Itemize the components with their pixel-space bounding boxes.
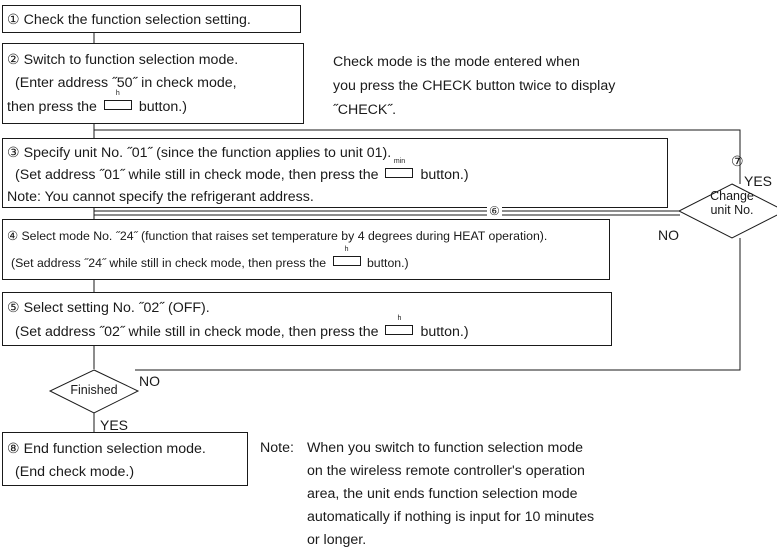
check-mode-note-line1: Check mode is the mode entered when [333,54,580,70]
check-mode-note-line2: you press the CHECK button twice to disp… [333,78,616,94]
step3-line2-end: button.) [420,167,469,183]
step3-line2-text: (Set address ˝01˝ while still in check m… [15,167,379,183]
remote-button-icon: min [385,158,414,178]
step3-line2: (Set address ˝01˝ while still in check m… [15,158,469,183]
step5-line2-text: (Set address ˝02˝ while still in check m… [15,324,379,340]
step8-line2: (End check mode.) [15,464,135,480]
step3-note: Note: You cannot specify the refrigerant… [7,189,314,205]
step1-box: ① Check the function selection setting. [2,5,301,33]
end-note-line1: When you switch to function selection mo… [307,440,584,456]
step2-line1: ② Switch to function selection mode. [7,52,239,68]
step2-line3-text: then press the [7,99,97,115]
no-change-label: NO [658,227,679,243]
button-key-label: h [397,315,402,322]
loop7-line [94,129,741,184]
step4-line2: (Set address ˝24˝ while still in check m… [11,246,409,270]
step1-text: ① Check the function selection setting. [7,12,251,28]
end-note-prefix: Note: [260,440,294,456]
step2-line2: (Enter address ˝50˝ in check mode, [15,75,237,91]
step4-box: ④ Select mode No. ˝24˝ (function that ra… [2,219,610,280]
end-note-line5: or longer. [307,532,367,548]
step2-line3-end: button.) [138,99,187,115]
step5-line2-end: button.) [420,324,469,340]
step5-box: ⑤ Select setting No. ˝02˝ (OFF). (Set ad… [2,292,612,346]
button-key-label: min [393,158,406,165]
remote-button-icon: h [385,315,414,335]
button-key-label: h [344,246,349,253]
check-mode-note-line3: ˝CHECK˝. [333,102,397,118]
step4-line2-end: button.) [366,256,409,270]
step8-box: ⑧ End function selection mode. (End chec… [2,432,248,486]
step3-line1: ③ Specify unit No. ˝01˝ (since the funct… [7,145,392,161]
yes-change-label: YES [744,173,773,189]
change-unit-diamond [677,183,777,239]
step5-line1: ⑤ Select setting No. ˝02˝ (OFF). [7,300,210,316]
step2-box: ② Switch to function selection mode. (En… [2,43,304,124]
step3-box: ③ Specify unit No. ˝01˝ (since the funct… [2,138,668,208]
loop6-label: ⑥ [487,204,502,218]
change-unit-label-1: Change [710,189,754,203]
step8-line1: ⑧ End function selection mode. [7,441,206,457]
button-key-label: h [115,90,120,97]
change-unit-label-2: unit No. [710,203,754,217]
remote-button-icon: h [103,90,132,110]
step5-line2: (Set address ˝02˝ while still in check m… [15,315,469,340]
remote-button-icon: h [332,246,361,266]
finished-diamond [48,369,140,414]
end-note-line3: area, the unit ends function selection m… [307,486,578,502]
loop7-label: ⑦ [731,153,744,169]
end-note-line4: automatically if nothing is input for 10… [307,509,595,525]
step2-line3: then press the h button.) [7,90,187,115]
finished-label: Finished [70,383,118,397]
end-note-line2: on the wireless remote controller's oper… [307,463,585,479]
no-finished-label: NO [139,373,160,389]
no-return-line [135,238,741,371]
step4-line2-text: (Set address ˝24˝ while still in check m… [11,256,327,270]
step4-line1: ④ Select mode No. ˝24˝ (function that ra… [7,229,548,243]
yes-finished-label: YES [100,417,129,433]
